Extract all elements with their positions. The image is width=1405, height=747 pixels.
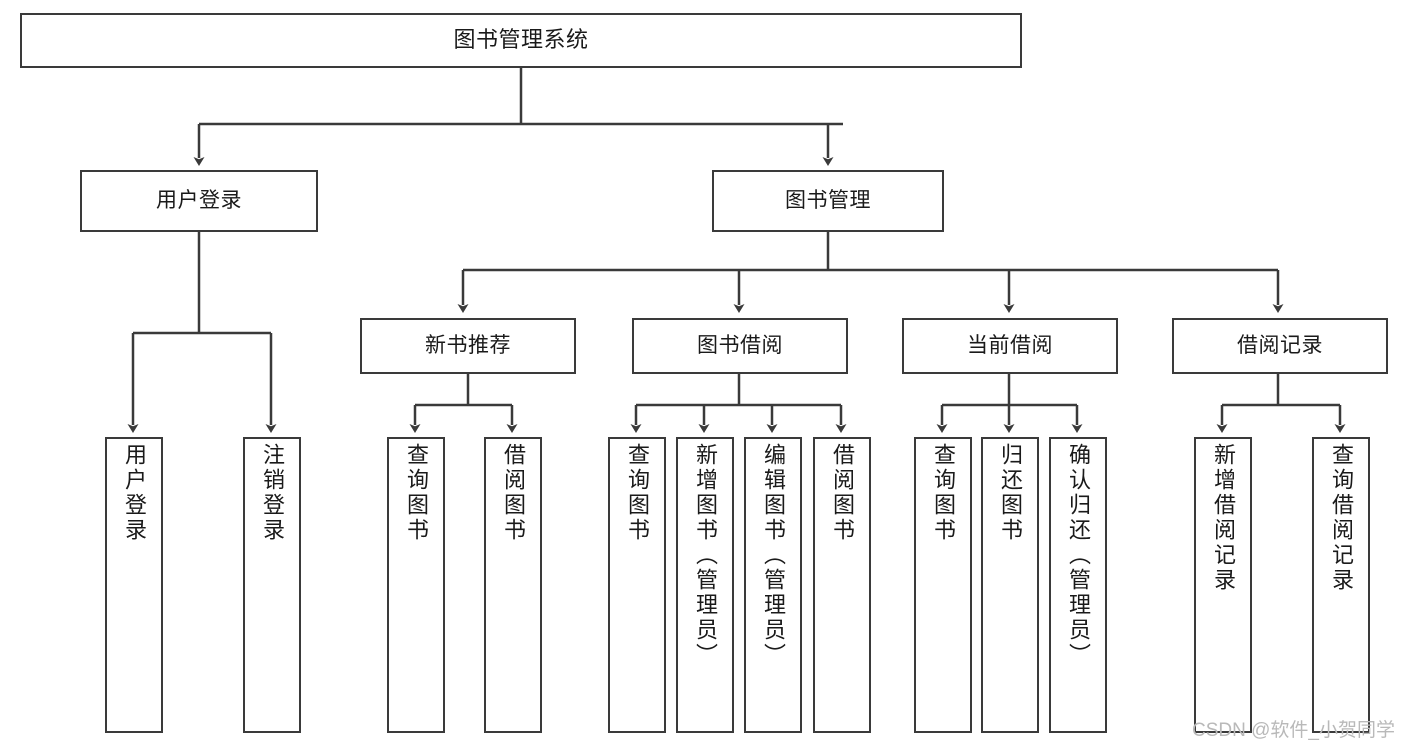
- node-label: 注销登录: [260, 443, 285, 543]
- node-label: 新增图书（管理员）: [693, 443, 718, 668]
- leaf-query-borrow-record[interactable]: 查询借阅记录: [1312, 437, 1370, 733]
- node-label: 图书管理系统: [453, 27, 589, 53]
- leaf-user-login[interactable]: 用户登录: [105, 437, 163, 733]
- node-label: 当前借阅: [967, 334, 1053, 358]
- node-root-system[interactable]: 图书管理系统: [20, 13, 1022, 68]
- node-label: 新书推荐: [425, 334, 511, 358]
- node-label: 确认归还（管理员）: [1066, 443, 1091, 668]
- node-label: 用户登录: [156, 189, 242, 213]
- node-label: 图书管理: [785, 189, 871, 213]
- node-label: 借阅图书: [830, 443, 855, 543]
- node-label: 查询借阅记录: [1329, 443, 1354, 593]
- leaf-query-book-recommend[interactable]: 查询图书: [387, 437, 445, 733]
- node-borrow-record[interactable]: 借阅记录: [1172, 318, 1388, 374]
- node-label: 编辑图书（管理员）: [761, 443, 786, 668]
- node-label: 用户登录: [122, 443, 147, 543]
- node-current-borrow[interactable]: 当前借阅: [902, 318, 1118, 374]
- node-label: 归还图书: [998, 443, 1023, 543]
- leaf-edit-book-admin[interactable]: 编辑图书（管理员）: [744, 437, 802, 733]
- leaf-borrow-book[interactable]: 借阅图书: [813, 437, 871, 733]
- node-book-borrow[interactable]: 图书借阅: [632, 318, 848, 374]
- watermark-credit: CSDN @软件_小贺同学: [1192, 720, 1395, 741]
- node-label: 借阅图书: [501, 443, 526, 543]
- node-label: 查询图书: [404, 443, 429, 543]
- node-user-login[interactable]: 用户登录: [80, 170, 318, 232]
- leaf-query-book-current[interactable]: 查询图书: [914, 437, 972, 733]
- node-label: 查询图书: [625, 443, 650, 543]
- leaf-add-book-admin[interactable]: 新增图书（管理员）: [676, 437, 734, 733]
- leaf-confirm-return-admin[interactable]: 确认归还（管理员）: [1049, 437, 1107, 733]
- node-label: 查询图书: [931, 443, 956, 543]
- leaf-logout[interactable]: 注销登录: [243, 437, 301, 733]
- leaf-return-book[interactable]: 归还图书: [981, 437, 1039, 733]
- leaf-borrow-book-recommend[interactable]: 借阅图书: [484, 437, 542, 733]
- leaf-query-book-borrow[interactable]: 查询图书: [608, 437, 666, 733]
- leaf-add-borrow-record[interactable]: 新增借阅记录: [1194, 437, 1252, 733]
- node-label: 借阅记录: [1237, 334, 1323, 358]
- node-label: 新增借阅记录: [1211, 443, 1236, 593]
- node-book-management[interactable]: 图书管理: [712, 170, 944, 232]
- node-label: 图书借阅: [697, 334, 783, 358]
- node-new-book-recommend[interactable]: 新书推荐: [360, 318, 576, 374]
